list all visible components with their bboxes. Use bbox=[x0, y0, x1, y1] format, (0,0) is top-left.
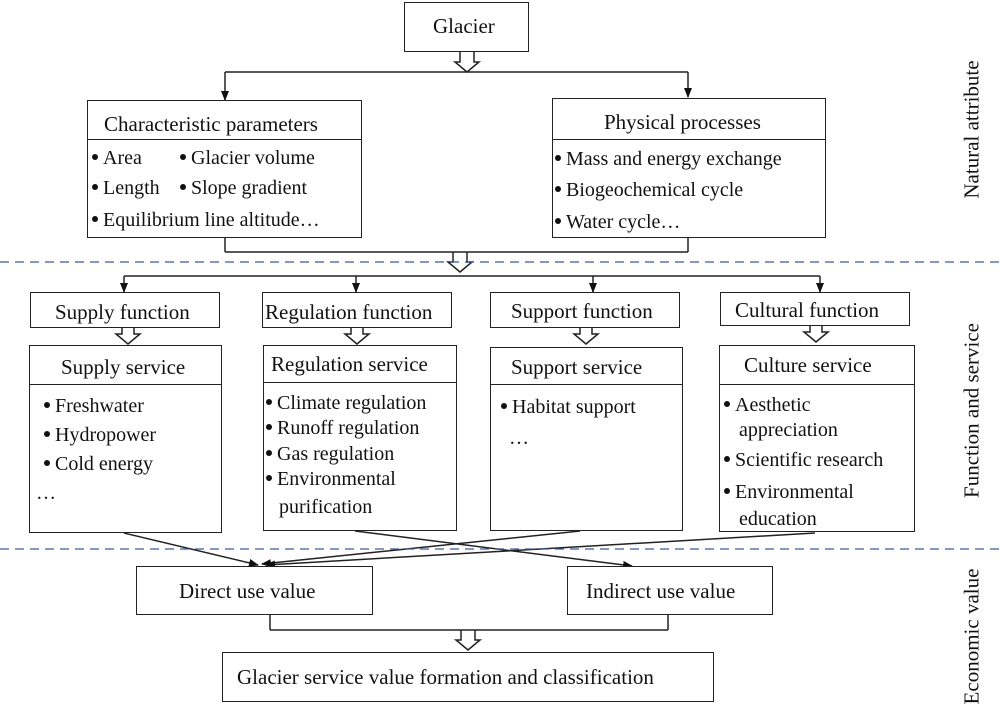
supply-function-box: Supply function bbox=[30, 292, 220, 328]
list-item: Runoff regulation bbox=[266, 418, 419, 438]
list-item: Environmental bbox=[266, 469, 396, 489]
list-item: Area bbox=[92, 148, 142, 168]
list-item: Length bbox=[92, 178, 160, 198]
side-label-natural-attribute: Natural attribute bbox=[959, 60, 984, 199]
supply-service-box: Supply service Freshwater Hydropower Col… bbox=[29, 345, 222, 533]
arrow-line bbox=[354, 530, 633, 569]
list-item: Water cycle… bbox=[555, 212, 680, 232]
list-item-continued: appreciation bbox=[739, 419, 838, 441]
box-header bbox=[264, 346, 456, 383]
function-label: Regulation function bbox=[265, 300, 433, 324]
function-label: Supply function bbox=[55, 300, 190, 324]
direct-use-value-box: Direct use value bbox=[136, 566, 373, 615]
list-item: Gas regulation bbox=[266, 444, 394, 464]
cultural-function-box: Cultural function bbox=[720, 292, 910, 326]
list-item: Hydropower bbox=[44, 425, 156, 445]
side-label-function-service: Function and service bbox=[959, 323, 984, 498]
box-title: Support service bbox=[511, 355, 643, 379]
box-title: Supply service bbox=[61, 355, 186, 379]
value-label: Indirect use value bbox=[586, 579, 736, 603]
list-item-continued: education bbox=[739, 508, 817, 530]
support-function-box: Support function bbox=[490, 292, 680, 328]
regulation-function-box: Regulation function bbox=[262, 292, 452, 328]
hollow-arrow bbox=[801, 326, 831, 343]
arrow-line bbox=[261, 530, 581, 568]
list-item: Aesthetic bbox=[724, 395, 811, 415]
list-item: Climate regulation bbox=[266, 393, 426, 413]
function-label: Cultural function bbox=[735, 298, 880, 322]
box-title: Physical processes bbox=[604, 110, 761, 134]
hollow-arrow bbox=[342, 328, 372, 345]
box-title: Regulation service bbox=[271, 352, 428, 376]
box-header bbox=[720, 346, 914, 385]
glacier-box: Glacier bbox=[404, 2, 529, 52]
list-item-continued: purification bbox=[279, 496, 373, 518]
list-item: Equilibrium line altitude… bbox=[92, 210, 320, 230]
physical-processes-box: Physical processes Mass and energy excha… bbox=[552, 98, 826, 238]
list-item: Slope gradient bbox=[180, 178, 307, 198]
list-item: Cold energy bbox=[44, 454, 153, 474]
list-item: Environmental bbox=[724, 482, 854, 502]
box-title: Culture service bbox=[744, 353, 872, 377]
final-label: Glacier service value formation and clas… bbox=[237, 665, 654, 689]
side-label-economic-value: Economic value bbox=[959, 568, 984, 705]
box-header bbox=[88, 101, 361, 140]
list-item: Mass and energy exchange bbox=[555, 149, 782, 169]
box-header bbox=[553, 99, 825, 140]
glacier-label: Glacier bbox=[433, 14, 495, 38]
box-header bbox=[491, 348, 682, 385]
list-item: Freshwater bbox=[44, 396, 144, 416]
box-header bbox=[30, 346, 221, 385]
hollow-arrow bbox=[113, 328, 143, 345]
hollow-arrow bbox=[452, 52, 482, 73]
characteristic-parameters-box: Characteristic parameters Area Glacier v… bbox=[87, 100, 362, 238]
list-ellipsis: … bbox=[36, 482, 56, 504]
list-item: Biogeochemical cycle bbox=[555, 180, 743, 200]
regulation-service-box: Regulation service Climate regulation Ru… bbox=[263, 345, 457, 531]
hollow-arrow bbox=[571, 328, 601, 345]
list-item: Scientific research bbox=[724, 450, 883, 470]
list-ellipsis: … bbox=[509, 427, 529, 449]
box-title: Characteristic parameters bbox=[104, 112, 318, 136]
function-label: Support function bbox=[511, 299, 653, 323]
list-item: Glacier volume bbox=[180, 148, 315, 168]
value-label: Direct use value bbox=[179, 579, 316, 603]
arrow-line bbox=[123, 532, 259, 567]
indirect-use-value-box: Indirect use value bbox=[567, 566, 773, 615]
list-item: Habitat support bbox=[501, 397, 636, 417]
support-service-box: Support service Habitat support … bbox=[490, 347, 683, 531]
culture-service-box: Culture service Aesthetic appreciation S… bbox=[719, 345, 915, 532]
hollow-arrow bbox=[453, 630, 483, 651]
final-value-box: Glacier service value formation and clas… bbox=[222, 652, 714, 702]
